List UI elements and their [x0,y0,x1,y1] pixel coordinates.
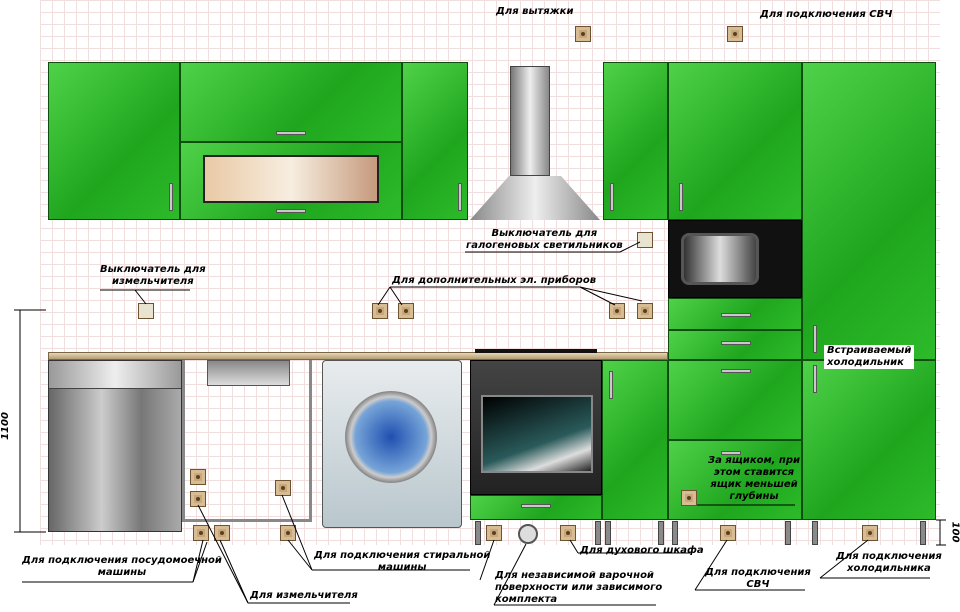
drawer-1 [668,298,802,330]
socket-sink-1 [190,469,206,485]
socket-sink-3 [275,480,291,496]
socket-dishwasher [193,525,209,541]
dimension-height: 1100 [0,412,11,440]
label-shredder: Для измельчителя [250,590,358,601]
socket-fridge [862,525,878,541]
socket-shredder [214,525,230,541]
hood-chimney [510,66,550,176]
label-microwave-top: Для подключения СВЧ [760,9,893,20]
drawer-2 [668,330,802,360]
drawer-3 [668,360,802,440]
socket-extra-3 [609,303,625,319]
socket-extra-4 [637,303,653,319]
label-hood: Для вытяжки [496,6,574,17]
upper-cabinet-glass [180,142,402,220]
countertop [48,352,668,360]
drawer-reduced [668,440,802,520]
hob-power-outlet [518,524,538,544]
socket-extra-2 [398,303,414,319]
upper-cabinet-1 [48,62,180,220]
upper-cabinet-2 [402,62,468,220]
built-in-microwave [668,220,802,298]
sink-cabinet-frame [182,360,312,522]
socket-microwave [720,525,736,541]
oven [470,360,602,495]
socket-sink-2 [190,491,206,507]
lower-cabinet [602,360,668,520]
upper-cabinet-3 [603,62,668,220]
socket-behind-drawer [681,490,697,506]
tall-column-top [668,62,802,220]
hob [475,349,597,353]
socket-hood [575,26,591,42]
socket-microwave-top [727,26,743,42]
dimension-plinth: 100 [949,521,960,543]
label-extra-appliances: Для дополнительных эл. приборов [392,275,597,286]
upper-cabinet-lift [180,62,402,142]
washing-machine [322,360,462,528]
socket-oven [560,525,576,541]
sink-bowl [207,360,290,386]
fridge-upper-door [802,62,936,360]
dishwasher [48,360,182,532]
switch-halogen [637,232,653,248]
label-oven: Для духового шкафа [580,545,704,556]
oven-drawer [470,495,602,520]
socket-extra-1 [372,303,388,319]
fridge-lower-door [802,360,936,520]
